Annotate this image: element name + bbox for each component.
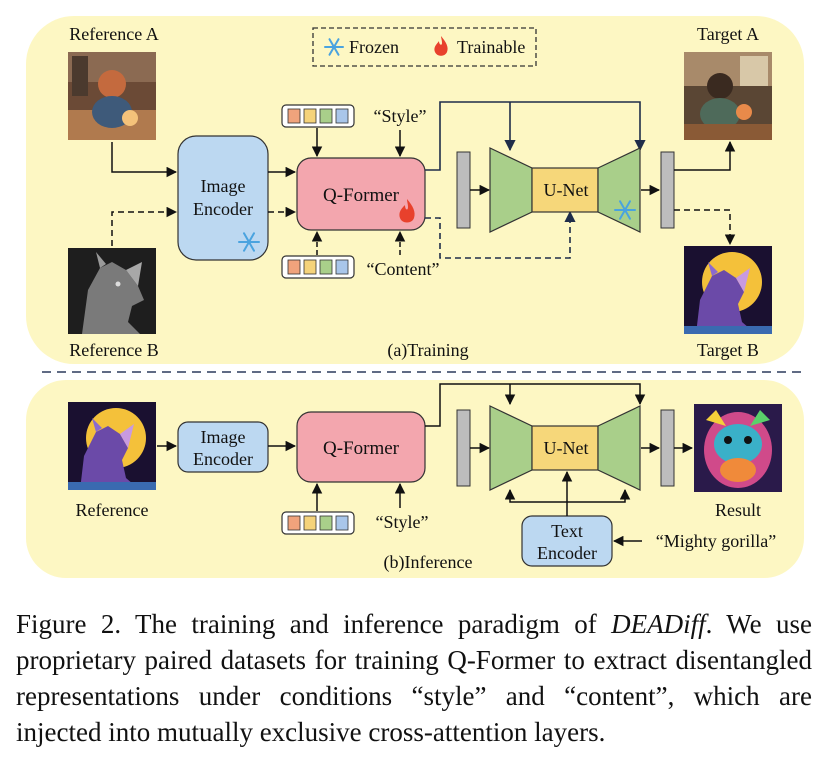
unet-output-bar xyxy=(660,151,675,229)
caption-suffix: . We use proprietary paired datasets for… xyxy=(16,609,812,747)
inference-qformer-to-unet-arrow xyxy=(425,383,646,427)
image-encoder-block xyxy=(177,135,269,261)
target-b-label: Target B xyxy=(697,340,759,360)
unet-input-bar xyxy=(456,151,471,229)
target-a-label: Target A xyxy=(697,24,759,44)
legend-frozen: Frozen xyxy=(349,37,399,57)
inference-style-label: “Style” xyxy=(376,512,429,532)
inference-unet-input-bar xyxy=(456,409,471,487)
inference-qformer-block xyxy=(296,411,426,483)
prompt-label: “Mighty gorilla” xyxy=(656,531,776,551)
target-b-image xyxy=(684,246,772,334)
figure-caption: Figure 2. The training and inference par… xyxy=(16,606,812,750)
qformer-block xyxy=(296,157,426,231)
image-encoder-snowflake-icon xyxy=(238,232,260,252)
image-encoder-label-2: Encoder xyxy=(193,199,253,219)
flame-icon xyxy=(434,36,448,56)
legend-box xyxy=(312,27,537,67)
qformer-content-to-unet-arrow xyxy=(425,210,576,259)
ref-b-to-encoder-arrow xyxy=(111,206,178,246)
diagram: Frozen Trainable Reference A Reference B… xyxy=(26,16,806,578)
inference-image-encoder-label-1: Image xyxy=(201,427,246,447)
qformer-flame-icon xyxy=(399,199,415,223)
text-encoder-label-2: Encoder xyxy=(537,543,597,563)
style-condition-label: “Style” xyxy=(374,106,427,126)
ref-a-to-encoder-arrow xyxy=(111,142,178,178)
inference-reference-image xyxy=(68,402,156,490)
output-to-target-a-arrow xyxy=(674,140,736,171)
unet-snowflake-icon xyxy=(614,200,636,220)
inference-unet-label: U-Net xyxy=(544,438,589,458)
unet-label: U-Net xyxy=(544,180,589,200)
legend-trainable: Trainable xyxy=(457,37,525,57)
caption-method: DEADiff xyxy=(611,609,706,639)
target-a-image xyxy=(684,52,772,140)
inference-image-encoder-block xyxy=(177,421,269,473)
inference-section-label: (b)Inference xyxy=(384,552,473,573)
inference-reference-label: Reference xyxy=(76,500,149,520)
training-section-label: (a)Training xyxy=(387,340,468,361)
qformer-style-to-unet-arrow xyxy=(425,101,646,171)
text-encoder-branch-right xyxy=(567,488,631,503)
result-image xyxy=(694,404,782,492)
qformer-label: Q-Former xyxy=(323,185,400,206)
result-label: Result xyxy=(715,500,761,520)
caption-prefix: Figure 2. The training and inference par… xyxy=(16,609,612,639)
reference-b-image xyxy=(68,248,156,334)
reference-b-label: Reference B xyxy=(69,340,158,360)
inference-image-encoder-label-2: Encoder xyxy=(193,449,253,469)
text-encoder-branch-left xyxy=(504,488,567,503)
image-encoder-label-1: Image xyxy=(201,176,246,196)
snowflake-icon xyxy=(324,38,344,56)
text-encoder-label-1: Text xyxy=(551,521,583,541)
inference-qformer-label: Q-Former xyxy=(323,438,400,459)
inference-unet-block xyxy=(489,405,641,491)
reference-a-label: Reference A xyxy=(69,24,158,44)
reference-a-image xyxy=(68,52,156,140)
content-condition-label: “Content” xyxy=(367,259,440,279)
output-to-target-b-arrow xyxy=(674,209,736,246)
inference-unet-output-bar xyxy=(660,409,675,487)
